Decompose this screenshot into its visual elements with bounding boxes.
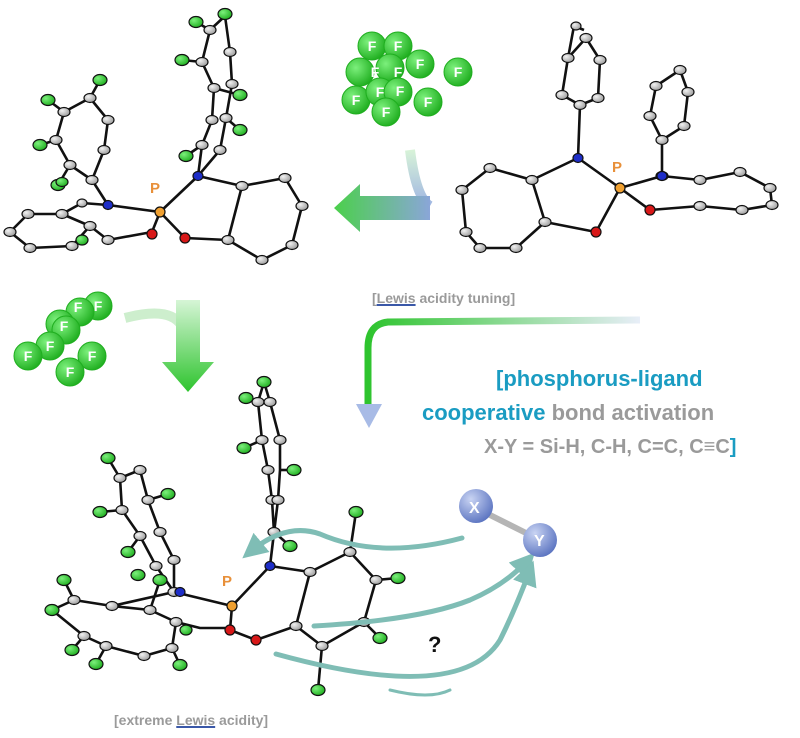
question-mark: ? <box>428 632 441 657</box>
fluorine-label: F <box>60 318 69 334</box>
teal-arrow-c3 <box>388 688 452 697</box>
molecule-top-right-bonds <box>460 24 774 250</box>
atom-x-label: X <box>469 500 480 517</box>
headline-bond-activation: bond activation <box>545 400 715 425</box>
molecule-top-left-atoms <box>3 7 309 266</box>
phosphorus-label-bottom: P <box>222 573 232 590</box>
fluorine-cluster-left: F F F F F F F <box>13 291 113 387</box>
fluorine-label: F <box>394 64 403 80</box>
phosphorus-label-top-left: P <box>150 180 160 197</box>
caption-lewis-acidity-tuning: [Lewis acidity tuning] <box>372 290 516 306</box>
hook-arrow-left <box>123 308 187 329</box>
fluorine-label: F <box>66 364 75 380</box>
teal-arrows <box>242 528 537 697</box>
lewis-word: Lewis <box>176 712 216 728</box>
molecule-top-right-atoms <box>455 21 779 254</box>
substrate-list: X-Y = Si-H, C-H, C=C, C≡C <box>484 436 730 458</box>
fluorine-label: F <box>382 104 391 120</box>
lewis-word: Lewis <box>376 290 416 306</box>
fluorine-label: F <box>94 298 103 314</box>
vertical-arrow-down <box>162 300 214 392</box>
fluorine-label: F <box>24 348 33 364</box>
teal-arrow-c2 <box>273 560 537 679</box>
tuning-arrow-head <box>356 404 382 428</box>
headline-line-2: cooperative bond activation <box>422 400 714 426</box>
headline-line-3: X-Y = Si-H, C-H, C=C, C≡C] <box>484 436 736 459</box>
fluorine-label: F <box>88 348 97 364</box>
fluorine-label: F <box>394 38 403 54</box>
headline-cooperative: cooperative <box>422 400 546 425</box>
caption-extreme-lewis-acidity: [extreme Lewis acidity] <box>114 712 269 728</box>
fluorine-label: F <box>352 92 361 108</box>
fluorine-label: F <box>396 83 405 99</box>
fluorine-label: F <box>376 84 385 100</box>
phosphorus-label-top-right: P <box>612 159 622 176</box>
headline-close-bracket: ] <box>729 436 737 458</box>
fluorine-label: F <box>46 338 55 354</box>
fluorine-label: F <box>74 299 83 315</box>
tuning-arrow <box>364 316 641 404</box>
teal-arrow-c1 <box>311 552 535 629</box>
fluorine-label: F <box>371 64 380 80</box>
xy-substrate: X Y <box>459 489 557 557</box>
fluorine-label: F <box>368 38 377 54</box>
atom-y-label: Y <box>534 533 545 550</box>
fluorine-label: F <box>454 64 463 80</box>
headline-line-1: [phosphorus-ligand <box>496 366 703 391</box>
fluorine-label: F <box>424 94 433 110</box>
teal-arrow-to-p <box>242 528 465 559</box>
molecule-bottom-atoms <box>44 375 406 697</box>
horizontal-arrow-left <box>334 184 430 232</box>
fluorine-label: F <box>416 56 425 72</box>
fluorine-cluster-top: F F F F F F F F F F F <box>341 31 473 127</box>
